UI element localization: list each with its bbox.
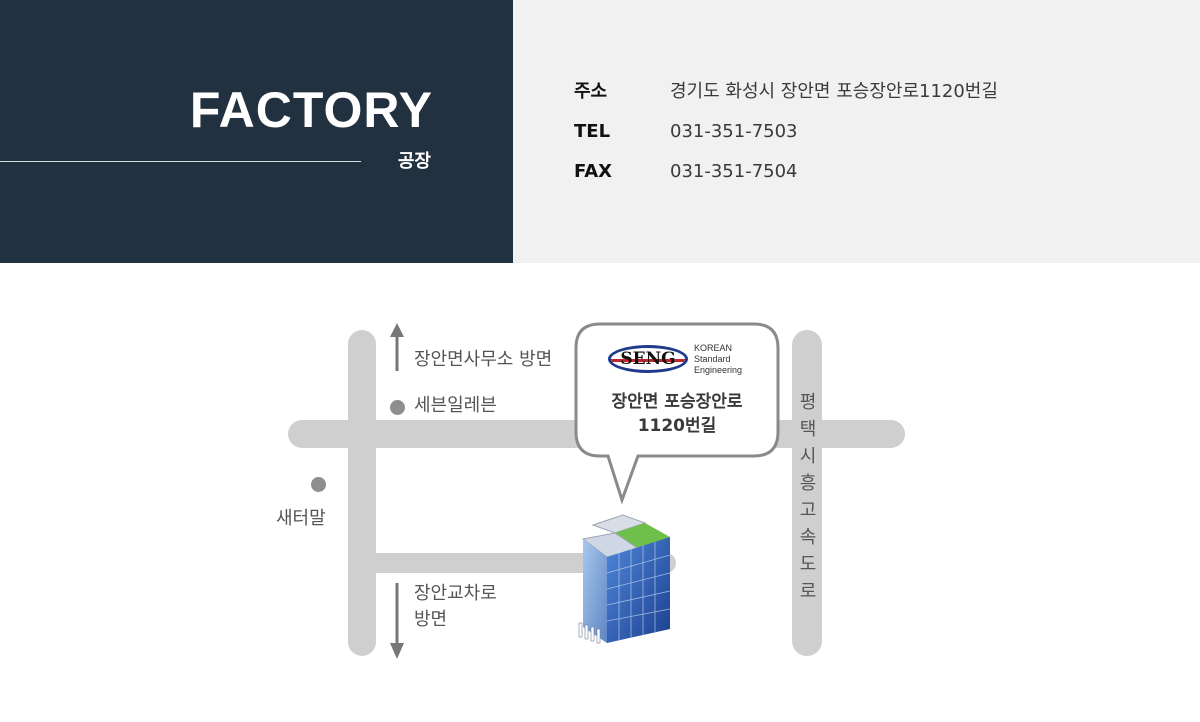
title-divider [0, 161, 361, 162]
tel-value: 031-351-7503 [670, 121, 798, 142]
map-label-highway: 평 택 시 흥 고 속 도 로 [799, 392, 817, 602]
location-map: 장안면사무소 방면 세븐일레븐 새터말 장안교차로 방면 평 택 시 흥 고 속… [0, 263, 1200, 722]
road-vertical-left [348, 330, 376, 656]
page-title: FACTORY [189, 82, 433, 138]
page-subtitle: 공장 [397, 151, 431, 172]
map-label-seven-eleven: 세븐일레븐 [414, 395, 497, 416]
fax-label: FAX [574, 161, 613, 182]
logo-oval-icon [608, 345, 688, 373]
tel-label: TEL [574, 121, 611, 142]
company-logo: SENG KOREAN Standard Engineering [608, 341, 758, 381]
seven-eleven-marker-icon [390, 400, 405, 415]
road-highway [792, 330, 822, 656]
logo-word: SENG [620, 349, 676, 369]
map-label-interchange-line2: 방면 [414, 609, 448, 630]
factory-building-icon [578, 514, 671, 644]
arrow-up-icon [390, 323, 404, 371]
callout-address: 장안면 포승장안로 1120번길 [611, 392, 743, 436]
map-label-interchange-line1: 장안교차로 [414, 583, 497, 604]
saetomal-marker-icon [311, 477, 326, 492]
arrow-down-icon [390, 583, 404, 659]
fax-value: 031-351-7504 [670, 161, 798, 182]
address-label: 주소 [574, 81, 608, 102]
contact-info-panel: 주소 경기도 화성시 장안면 포승장안로1120번길 TEL 031-351-7… [513, 0, 1200, 263]
map-label-jangan-office: 장안면사무소 방면 [414, 349, 553, 370]
title-panel: FACTORY 공장 [0, 0, 513, 263]
address-value: 경기도 화성시 장안면 포승장안로1120번길 [670, 81, 998, 102]
logo-tagline: KOREAN Standard Engineering [694, 343, 743, 375]
map-label-saetomal: 새터말 [276, 508, 326, 529]
